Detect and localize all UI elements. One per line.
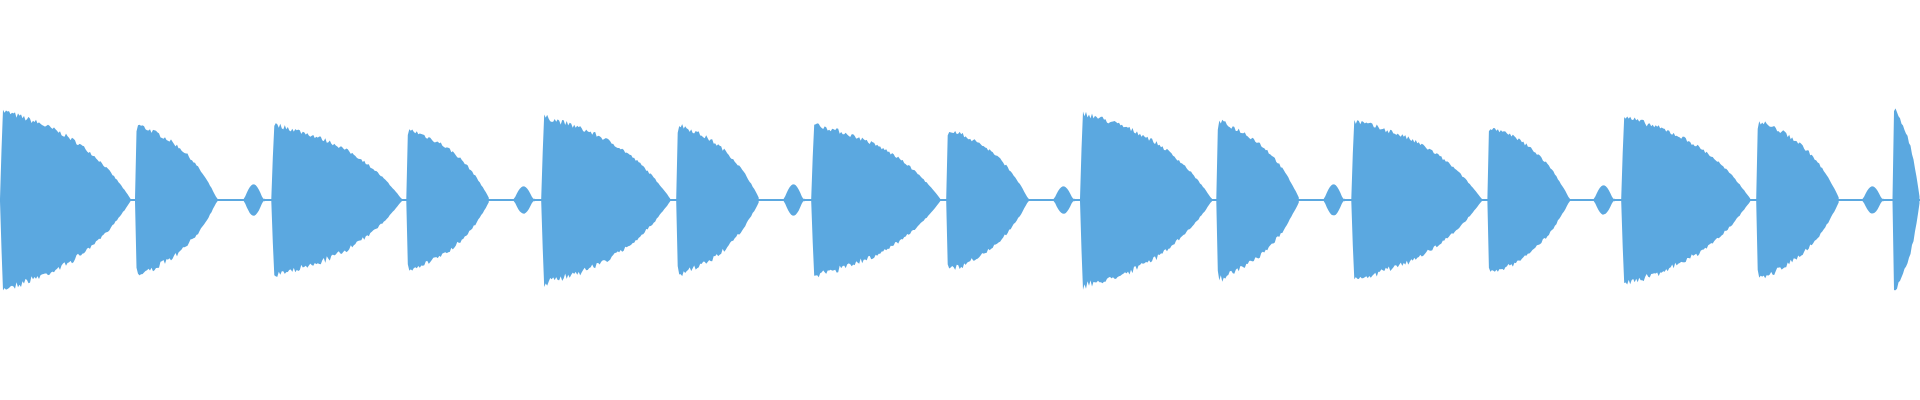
waveform-note [271,123,402,277]
waveform-note [1892,108,1920,291]
waveform-note [1351,120,1482,280]
waveform-blip [243,184,265,216]
waveform-note [811,123,941,278]
waveform-note [1487,128,1570,272]
waveform-blip [1862,186,1884,214]
waveform-layer [0,108,1920,291]
waveform-blip [783,184,805,216]
waveform-note [1080,111,1212,290]
waveform-note [406,129,489,271]
waveform-note [1216,119,1299,282]
waveform-note [946,131,1029,270]
waveform-note [135,124,218,276]
waveform-note [0,109,131,291]
waveform-note [1756,121,1839,279]
waveform-blip [513,186,535,214]
waveform-blip [1593,185,1615,215]
waveform-blip [1323,184,1345,216]
waveform-blip [1053,186,1075,214]
waveform-note [676,124,759,277]
waveform-note [1621,116,1751,285]
waveform-note [541,114,671,287]
